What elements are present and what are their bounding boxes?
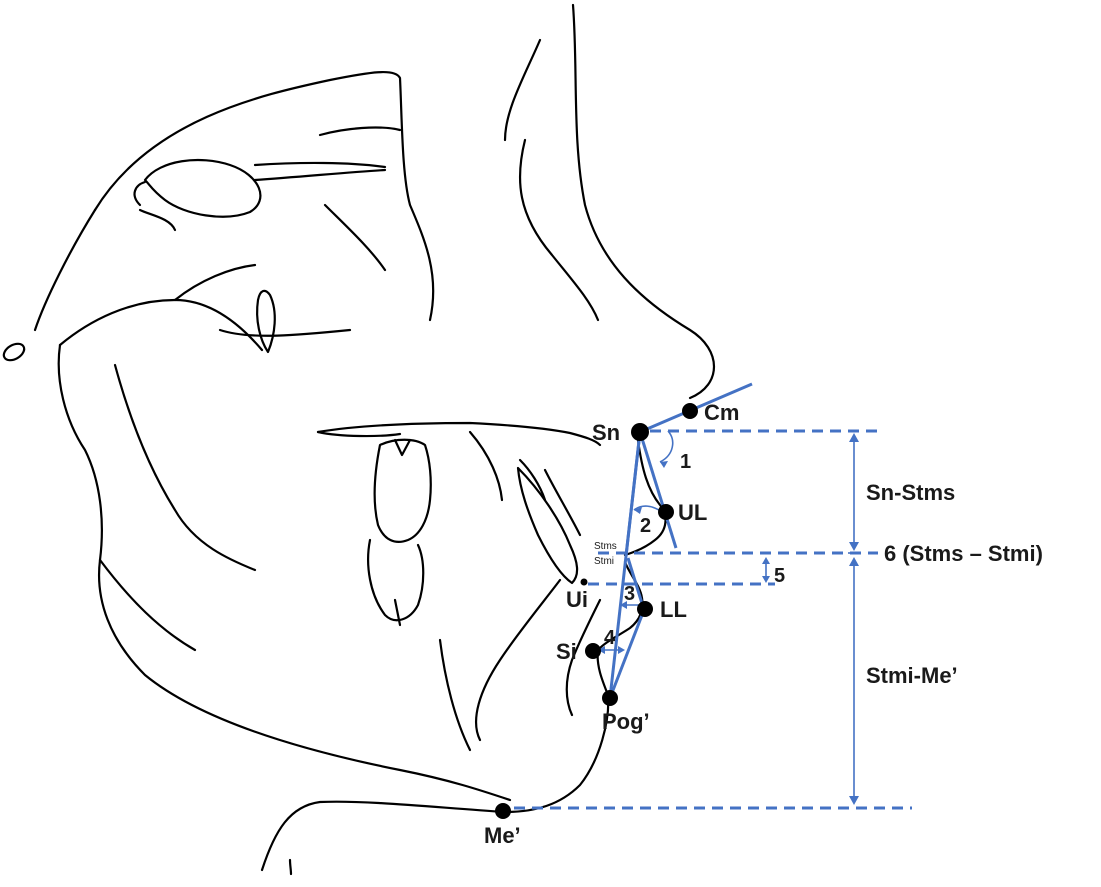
me-point xyxy=(495,803,511,819)
label-ui: Ui xyxy=(566,587,588,612)
label-si: Si xyxy=(556,639,577,664)
label-stms: Stms xyxy=(594,541,617,552)
label-pog: Pog’ xyxy=(602,709,650,734)
label-ul: UL xyxy=(678,500,707,525)
ui-point xyxy=(581,579,588,586)
label-stmi: Stmi xyxy=(594,556,614,567)
sn-point xyxy=(631,423,649,441)
label-angle-5: 5 xyxy=(774,565,785,587)
ll-point xyxy=(637,601,653,617)
label-angle-3: 3 xyxy=(624,583,635,605)
pog-point xyxy=(602,690,618,706)
label-angle-4: 4 xyxy=(604,627,616,649)
measurement-labels: Sn-Stms 6 (Stms – Stmi) Stmi-Me’ xyxy=(866,480,1043,688)
angle-1-arc xyxy=(660,431,673,462)
label-stmi-me: Stmi-Me’ xyxy=(866,663,958,688)
label-sn: Sn xyxy=(592,420,620,445)
angle-labels: 1 2 3 4 5 xyxy=(604,451,785,649)
label-sn-stms: Sn-Stms xyxy=(866,480,955,505)
label-angle-2: 2 xyxy=(640,515,651,537)
label-ll: LL xyxy=(660,597,687,622)
cm-point xyxy=(682,403,698,419)
landmark-labels: Cm Sn UL Stms Stmi Ui LL Si Pog’ Me’ xyxy=(484,400,739,848)
ul-point xyxy=(658,504,674,520)
label-me: Me’ xyxy=(484,823,521,848)
label-stms-stmi: 6 (Stms – Stmi) xyxy=(884,541,1043,566)
si-point xyxy=(585,643,601,659)
label-angle-1: 1 xyxy=(680,451,691,473)
label-cm: Cm xyxy=(704,400,739,425)
